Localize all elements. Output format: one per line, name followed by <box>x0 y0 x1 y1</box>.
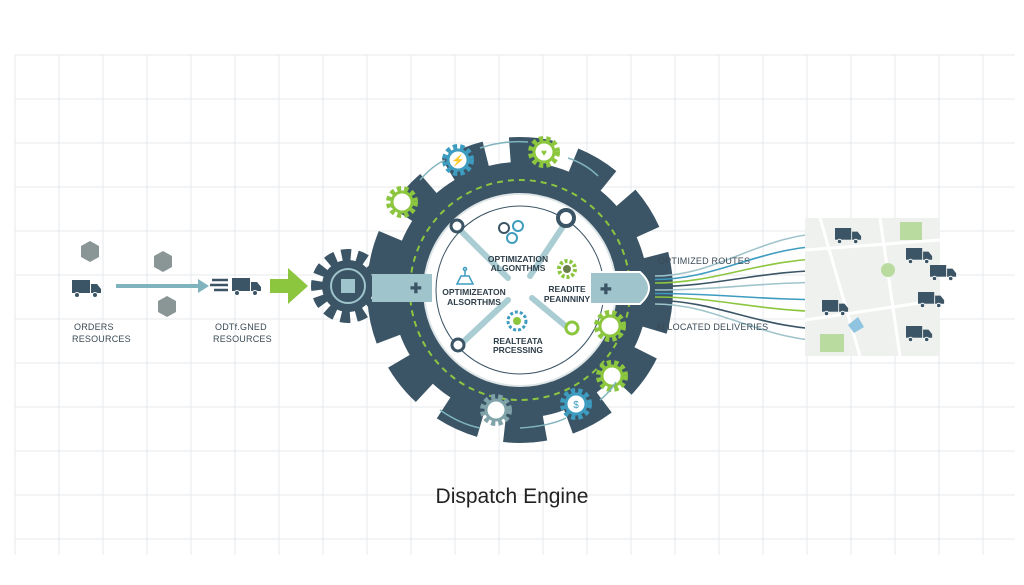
heart-gear-icon: ♥ <box>531 139 557 165</box>
center-left-label: OPTIMIZEATON <box>442 287 505 297</box>
svg-text:♥: ♥ <box>541 148 547 159</box>
package-icon <box>158 296 176 317</box>
input-connector <box>372 274 432 302</box>
package-icon <box>154 251 172 272</box>
connector-icon: ✚ <box>600 281 612 297</box>
map-truck-icon <box>929 264 957 282</box>
algorithms-gears-icon <box>498 220 524 244</box>
orders-label-2: RESOURCES <box>72 334 131 344</box>
network-icon <box>455 266 475 285</box>
output-connector <box>589 271 650 305</box>
green-arrow <box>270 268 308 304</box>
svg-text:$: $ <box>573 400 579 411</box>
connector-icon: ✚ <box>410 280 422 296</box>
lock-gear-icon <box>483 397 509 423</box>
center-bottom-label-2: PRCESSING <box>493 345 543 355</box>
dollar-gear-icon: $ <box>563 391 589 417</box>
diagram-title: Dispatch Engine <box>436 485 589 508</box>
planning-gear-icon <box>557 259 577 279</box>
package-icon <box>81 241 99 262</box>
svg-text:⚡: ⚡ <box>451 154 465 167</box>
lightning-gear-icon: ⚡ <box>445 147 471 173</box>
optimized-routes-label: OPTIMIZED ROUTES <box>658 256 750 266</box>
wrench-gear-icon <box>599 363 625 389</box>
optimized-label-2: RESOURCES <box>213 334 272 344</box>
allocated-deliveries-label: ALLOCATED DELIVERIES <box>656 322 768 332</box>
center-left-label-2: ALSORTHMS <box>447 297 501 307</box>
optimized-label: ODTf.GNED <box>215 322 267 332</box>
center-bottom-label: REALTEATA <box>493 336 543 346</box>
lightbulb-gear-icon <box>506 310 528 332</box>
center-top-label-2: ALGONTHMS <box>491 263 546 273</box>
center-right-label: READITE <box>548 284 586 294</box>
delivery-map <box>804 217 957 357</box>
center-top-label: OPTIMIZATION <box>488 254 548 264</box>
orbit-arrows <box>419 140 617 429</box>
fast-truck-icon <box>210 277 262 296</box>
orders-label: ORDERS <box>74 322 114 332</box>
tools-gear-icon <box>389 189 415 215</box>
arrow-head <box>198 279 209 293</box>
orders-truck-icon <box>71 279 102 298</box>
center-right-label-2: PEAINNINY <box>544 294 591 304</box>
settings-gear-icon <box>597 313 623 339</box>
